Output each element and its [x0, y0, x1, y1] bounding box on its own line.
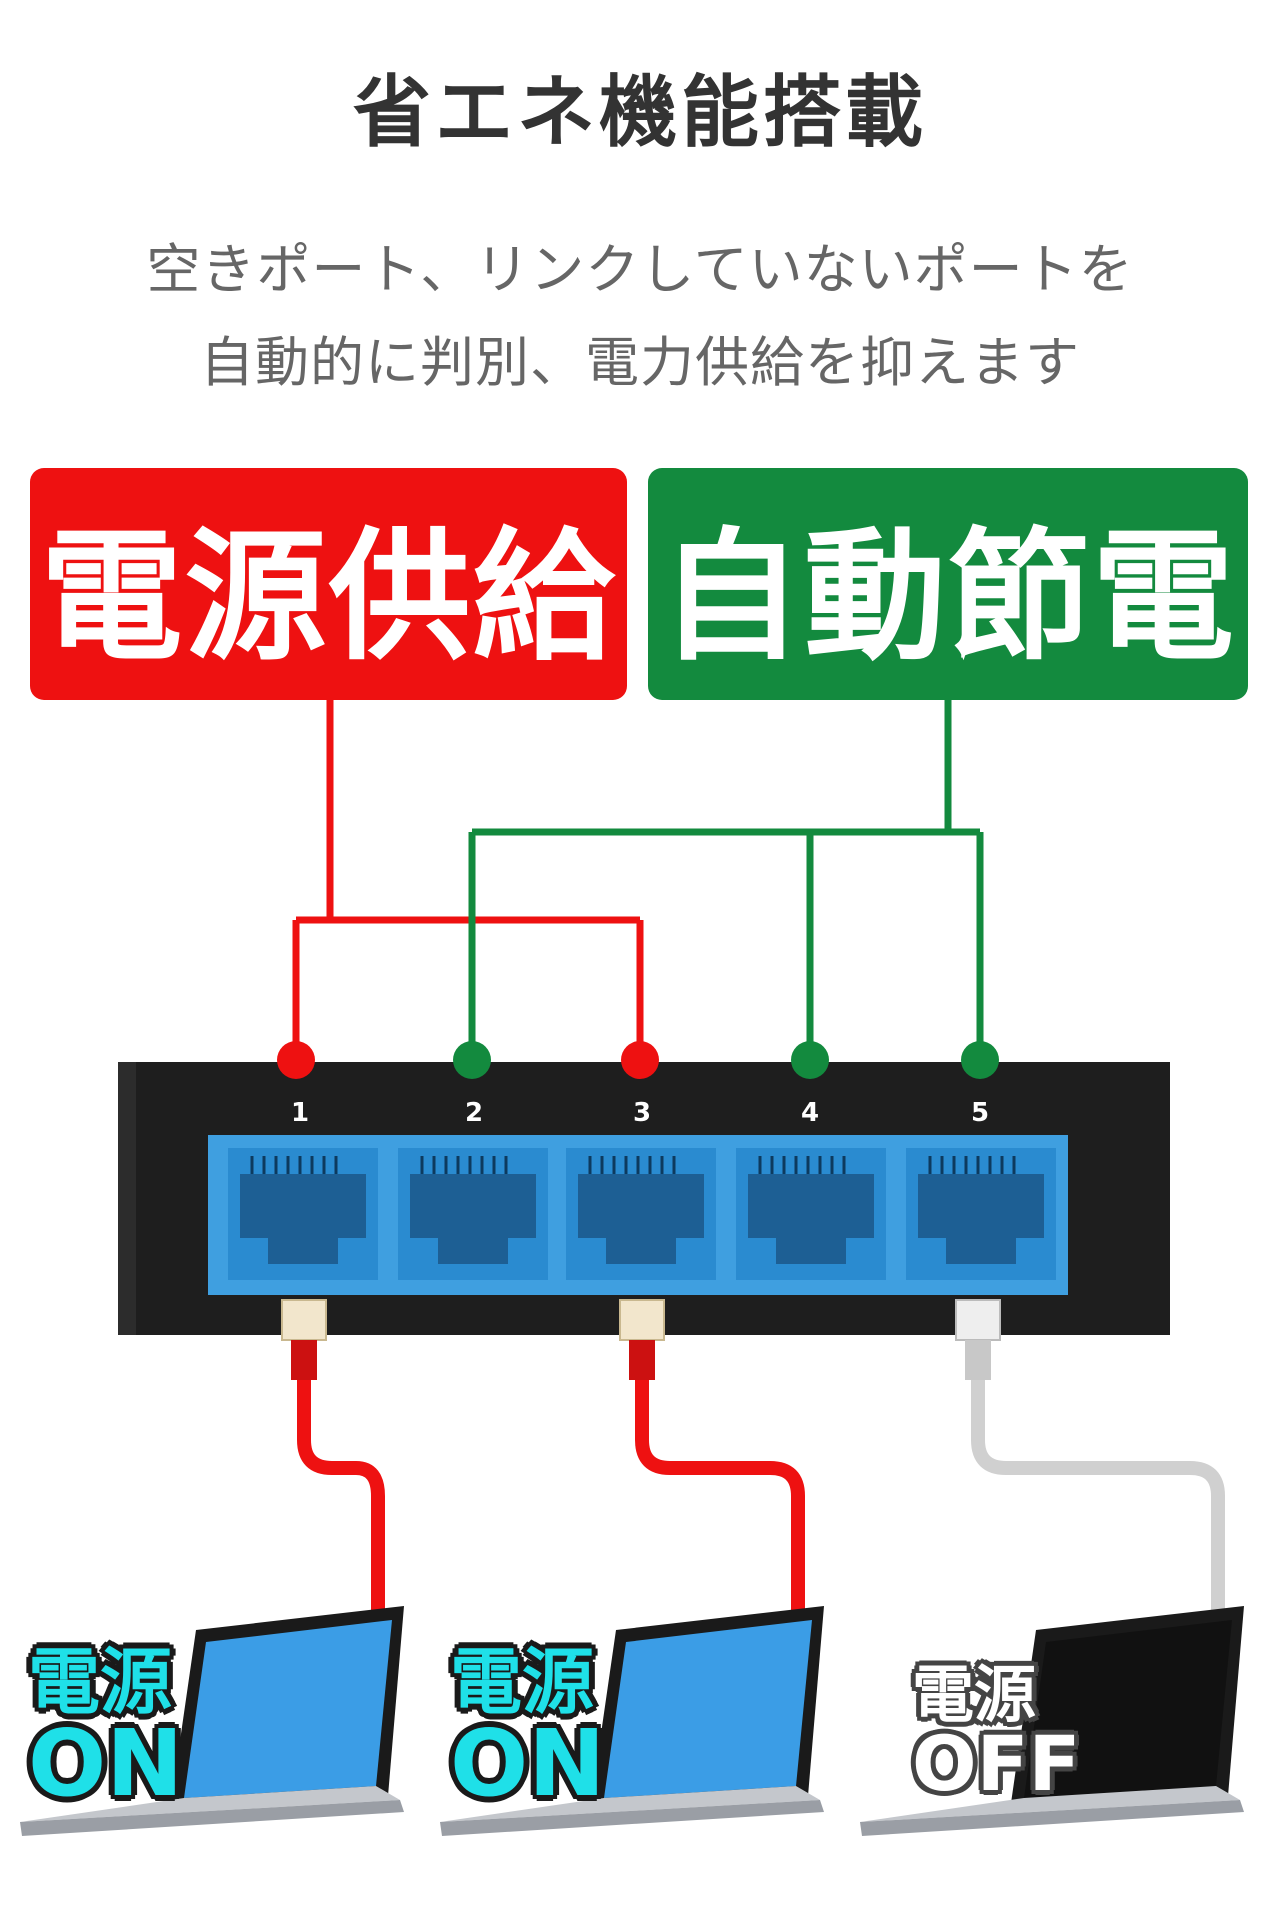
port-1	[228, 1148, 378, 1280]
laptop-2-kanji: 電源	[450, 1640, 595, 1724]
saving-connector-lines	[468, 700, 984, 1052]
port-1-dot	[277, 1041, 315, 1079]
laptop-2-state: ON	[450, 1710, 606, 1817]
cable-2	[619, 1299, 805, 1620]
auto-saving-box: 自動節電	[648, 468, 1248, 700]
supply-connector-lines	[292, 700, 644, 1052]
port-5-dot	[961, 1041, 999, 1079]
port-2-number: 2	[464, 1098, 484, 1128]
laptop-3-label: 電源 OFF	[912, 1664, 1080, 1802]
cable-3	[955, 1299, 1225, 1620]
subtitle-line-1: 空きポート、リンクしていないポートを	[146, 238, 1134, 301]
port-1-number: 1	[290, 1098, 310, 1128]
laptop-2-label: 電源 ON	[450, 1646, 605, 1810]
subtitle-line-2: 自動的に判別、電力供給を抑えます	[200, 331, 1080, 394]
laptop-3-state: OFF	[912, 1719, 1081, 1808]
auto-saving-label: 自動節電	[660, 515, 1236, 680]
port-4-number: 4	[800, 1098, 820, 1128]
laptop-1-kanji: 電源	[28, 1640, 173, 1724]
page-title: 省エネ機能搭載	[352, 68, 927, 158]
port-5	[906, 1148, 1056, 1280]
port-2-dot	[453, 1041, 491, 1079]
port-3	[566, 1148, 716, 1280]
port-4-dot	[791, 1041, 829, 1079]
laptop-1	[20, 1606, 404, 1836]
laptop-1-label: 電源 ON	[28, 1646, 183, 1810]
laptop-1-state: ON	[28, 1710, 184, 1817]
port-5-number: 5	[970, 1098, 990, 1128]
power-supply-label: 電源供給	[40, 515, 617, 680]
port-2	[398, 1148, 548, 1280]
laptop-3-kanji: 電源	[912, 1658, 1037, 1731]
power-supply-box: 電源供給	[30, 468, 627, 700]
laptop-3	[860, 1606, 1244, 1836]
laptop-2	[440, 1606, 824, 1836]
port-3-dot	[621, 1041, 659, 1079]
port-3-number: 3	[632, 1098, 652, 1128]
cable-1	[281, 1299, 385, 1620]
port-4	[736, 1148, 886, 1280]
